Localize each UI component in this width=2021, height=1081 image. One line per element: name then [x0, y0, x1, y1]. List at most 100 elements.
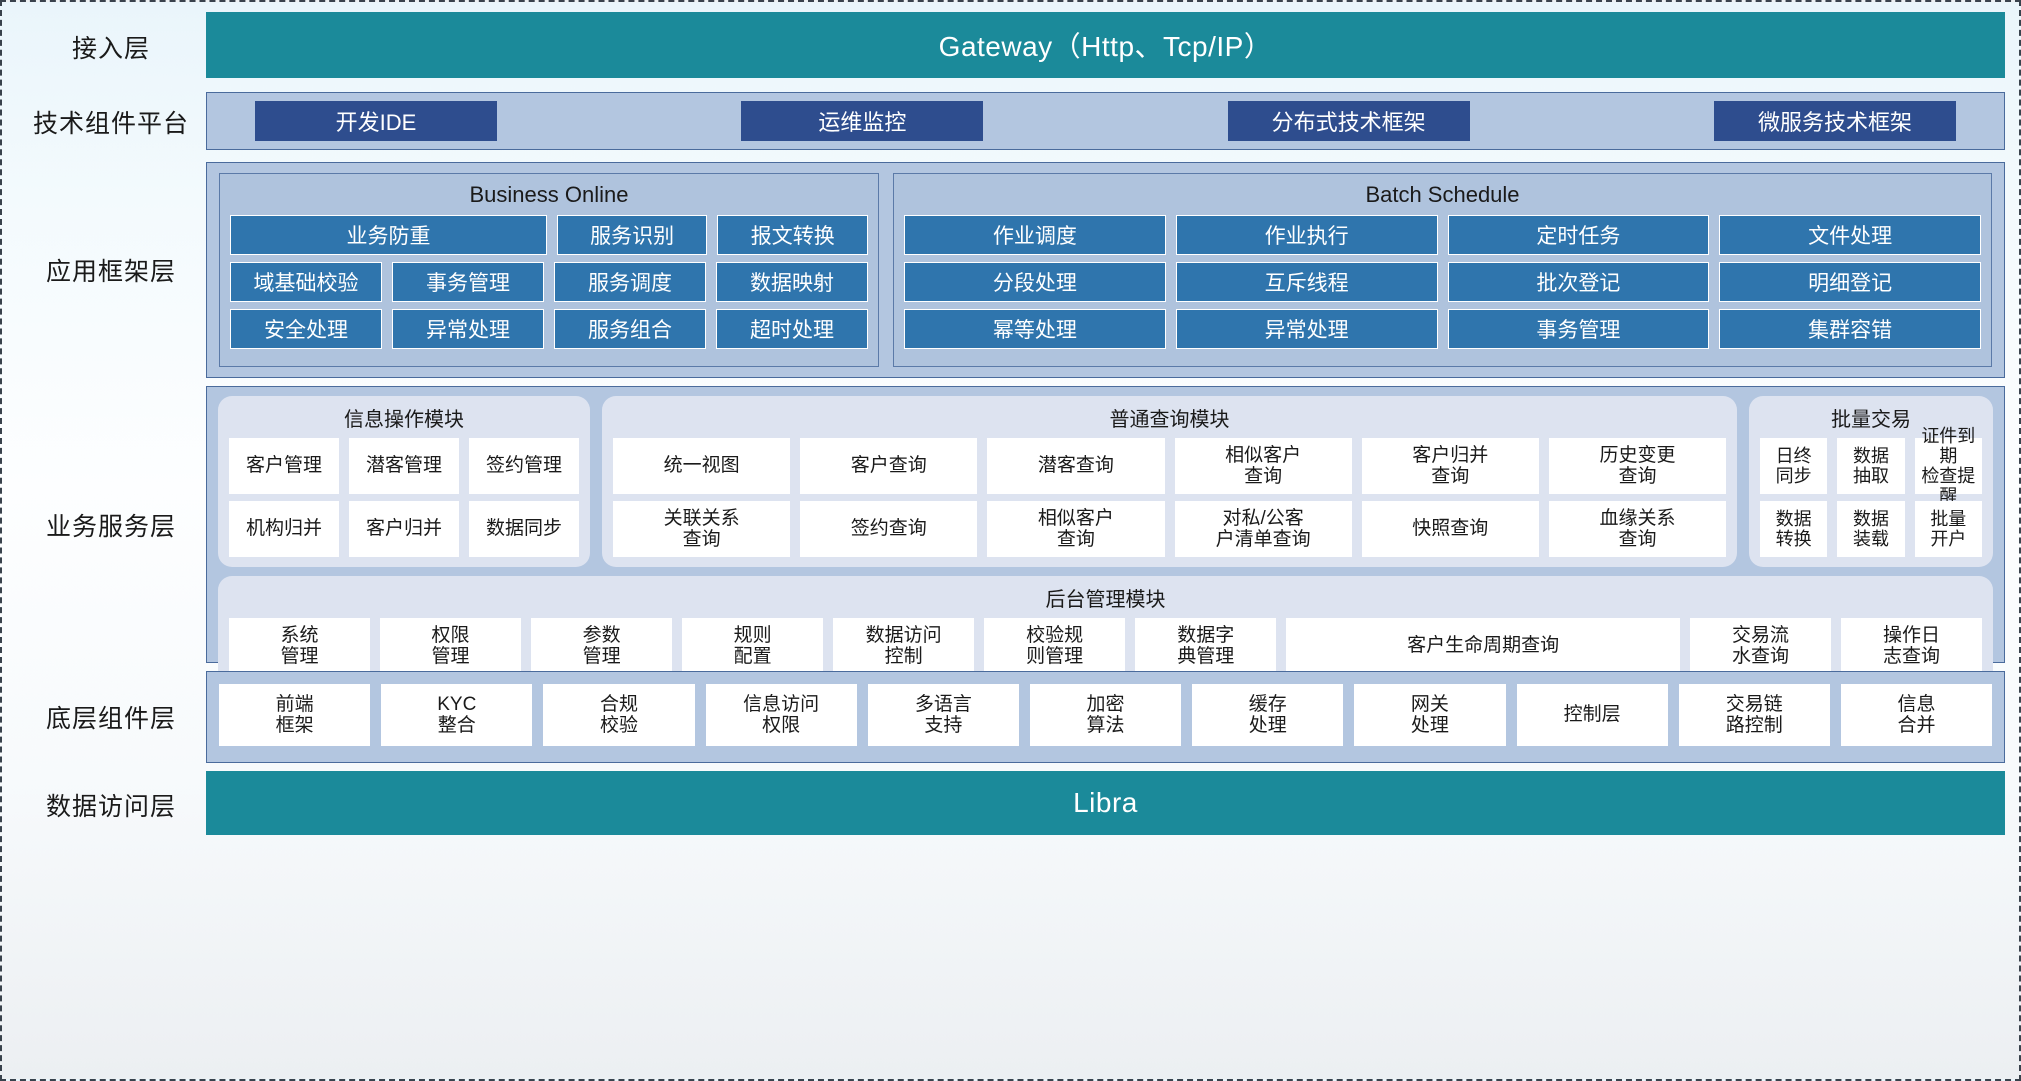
batchmod-cell-2-2[interactable]: 数据 装载	[1837, 501, 1905, 557]
bo-cell-1-3[interactable]: 报文转换	[717, 215, 868, 255]
tech-item-ide[interactable]: 开发IDE	[255, 101, 497, 141]
bs-cell-2-4[interactable]: 明细登记	[1719, 262, 1981, 302]
layer-row-access: 接入层 Gateway（Http、Tcp/IP）	[16, 12, 2005, 82]
admin-cell-6[interactable]: 校验规 则管理	[984, 618, 1126, 674]
info-cell-2-3[interactable]: 数据同步	[469, 501, 579, 557]
bo-cell-2-2[interactable]: 事务管理	[392, 262, 544, 302]
query-cell-1-1[interactable]: 统一视图	[613, 438, 791, 494]
batchmod-cell-2-3[interactable]: 批量 开户	[1914, 501, 1982, 557]
info-cell-2-2[interactable]: 客户归并	[349, 501, 459, 557]
admin-cell-5[interactable]: 数据访问 控制	[833, 618, 975, 674]
query-row-2: 关联关系 查询 签约查询 相似客户 查询 对私/公客 户清单查询 快照查询 血缘…	[613, 501, 1727, 557]
admin-cell-9[interactable]: 交易流 水查询	[1689, 618, 1832, 674]
info-cell-1-1[interactable]: 客户管理	[229, 438, 339, 494]
layer-row-tech: 技术组件平台 开发IDE 运维监控 分布式技术框架 微服务技术框架	[16, 92, 2005, 152]
tech-item-ops[interactable]: 运维监控	[741, 101, 984, 141]
comp-cell-control[interactable]: 控制层	[1516, 684, 1668, 746]
layer-body-appfw: Business Online 业务防重 服务识别 报文转换 域基础校验 事务管…	[206, 162, 2005, 378]
comp-cell-i18n[interactable]: 多语言 支持	[867, 684, 1019, 746]
batchmod-row-1: 日终 同步 数据 抽取 证件到期 检查提醒	[1760, 426, 1982, 506]
admin-cell-10[interactable]: 操作日 志查询	[1841, 618, 1983, 674]
bs-cell-1-1[interactable]: 作业调度	[904, 215, 1166, 255]
admin-cell-7[interactable]: 数据字 典管理	[1135, 618, 1277, 674]
bo-cell-3-1[interactable]: 安全处理	[230, 309, 382, 349]
query-cell-2-5[interactable]: 快照查询	[1361, 501, 1539, 557]
layer-label-bizsvc: 业务服务层	[45, 512, 176, 541]
layer-body-bizsvc: 信息操作模块 客户管理 潜客管理 签约管理 机构归并 客户归并 数据同步	[206, 386, 2005, 684]
query-cell-2-3[interactable]: 相似客户 查询	[987, 501, 1165, 557]
comp-cell-cache[interactable]: 缓存 处理	[1192, 684, 1344, 746]
module-batch-transaction: 批量交易 日终 同步 数据 抽取 证件到期 检查提醒 数据 转换 数据 装载 批…	[1749, 396, 1993, 567]
comp-cell-compliance[interactable]: 合规 校验	[543, 684, 695, 746]
bs-cell-2-2[interactable]: 互斥线程	[1175, 262, 1438, 302]
comp-cell-frontend[interactable]: 前端 框架	[219, 684, 371, 746]
bo-cell-3-2[interactable]: 异常处理	[392, 309, 544, 349]
comp-cell-merge[interactable]: 信息 合并	[1840, 684, 1993, 746]
module-general-query: 普通查询模块 统一视图 客户查询 潜客查询 相似客户 查询 客户归并 查询 历史…	[602, 396, 1737, 567]
admin-cell-2[interactable]: 权限 管理	[380, 618, 522, 674]
admin-cell-8[interactable]: 客户生命周期查询	[1286, 618, 1680, 674]
bo-cell-1-2[interactable]: 服务识别	[556, 215, 708, 255]
layer-body-tech: 开发IDE 运维监控 分布式技术框架 微服务技术框架	[206, 92, 2005, 152]
business-service-panel: 信息操作模块 客户管理 潜客管理 签约管理 机构归并 客户归并 数据同步	[206, 386, 2005, 684]
comp-cell-kyc[interactable]: KYC 整合	[381, 684, 533, 746]
comp-cell-txchain[interactable]: 交易链 路控制	[1678, 684, 1830, 746]
info-cell-2-1[interactable]: 机构归并	[229, 501, 339, 557]
layer-row-dataacc: 数据访问层 Libra	[16, 771, 2005, 839]
layer-body-compbase: 前端 框架 KYC 整合 合规 校验 信息访问 权限 多语言 支持 加密 算法 …	[206, 671, 2005, 763]
bo-cell-1-1[interactable]: 业务防重	[230, 215, 547, 255]
query-cell-1-3[interactable]: 潜客查询	[987, 438, 1165, 494]
module-title-general-query: 普通查询模块	[1109, 409, 1230, 431]
batchmod-cell-2-1[interactable]: 数据 转换	[1760, 501, 1828, 557]
bs-cell-3-2[interactable]: 异常处理	[1175, 309, 1438, 349]
admin-cell-3[interactable]: 参数 管理	[531, 618, 673, 674]
query-cell-1-6[interactable]: 历史变更 查询	[1548, 438, 1727, 494]
batchmod-cell-1-2[interactable]: 数据 抽取	[1837, 438, 1905, 494]
bo-cell-2-1[interactable]: 域基础校验	[230, 262, 382, 302]
query-cell-1-2[interactable]: 客户查询	[800, 438, 978, 494]
query-cell-2-2[interactable]: 签约查询	[800, 501, 978, 557]
group-title-batch-schedule: Batch Schedule	[1365, 182, 1520, 207]
batchmod-cell-1-3[interactable]: 证件到期 检查提醒	[1914, 426, 1982, 506]
module-info-operation: 信息操作模块 客户管理 潜客管理 签约管理 机构归并 客户归并 数据同步	[218, 396, 590, 567]
query-cell-1-4[interactable]: 相似客户 查询	[1174, 438, 1352, 494]
bs-row-3: 幂等处理 异常处理 事务管理 集群容错	[904, 309, 1981, 349]
bo-cell-2-4[interactable]: 数据映射	[716, 262, 868, 302]
bo-cell-3-3[interactable]: 服务组合	[554, 309, 706, 349]
comp-cell-encryption[interactable]: 加密 算法	[1029, 684, 1182, 746]
bs-cell-2-1[interactable]: 分段处理	[904, 262, 1166, 302]
libra-bar: Libra	[206, 771, 2005, 835]
group-title-business-online: Business Online	[469, 182, 629, 207]
app-framework-panel: Business Online 业务防重 服务识别 报文转换 域基础校验 事务管…	[206, 162, 2005, 378]
bs-cell-1-2[interactable]: 作业执行	[1175, 215, 1438, 255]
comp-cell-gateway[interactable]: 网关 处理	[1354, 684, 1506, 746]
comp-cell-access[interactable]: 信息访问 权限	[705, 684, 857, 746]
bo-cell-3-4[interactable]: 超时处理	[716, 309, 868, 349]
admin-cell-4[interactable]: 规则 配置	[682, 618, 824, 674]
batchmod-cell-1-1[interactable]: 日终 同步	[1760, 438, 1828, 494]
info-row-1: 客户管理 潜客管理 签约管理	[229, 438, 579, 494]
bo-cell-2-3[interactable]: 服务调度	[554, 262, 706, 302]
query-cell-1-5[interactable]: 客户归并 查询	[1361, 438, 1539, 494]
bs-cell-3-1[interactable]: 幂等处理	[904, 309, 1166, 349]
bs-cell-1-3[interactable]: 定时任务	[1447, 215, 1710, 255]
bs-cell-3-4[interactable]: 集群容错	[1719, 309, 1981, 349]
group-batch-schedule: Batch Schedule 作业调度 作业执行 定时任务 文件处理 分段处理 …	[893, 173, 1992, 367]
tech-item-distributed[interactable]: 分布式技术框架	[1227, 101, 1470, 141]
bs-cell-1-4[interactable]: 文件处理	[1719, 215, 1981, 255]
group-business-online: Business Online 业务防重 服务识别 报文转换 域基础校验 事务管…	[219, 173, 879, 367]
module-title-batch-transaction: 批量交易	[1831, 409, 1911, 431]
tech-item-microservice[interactable]: 微服务技术框架	[1713, 101, 1956, 141]
info-cell-1-3[interactable]: 签约管理	[469, 438, 579, 494]
bo-row-1: 业务防重 服务识别 报文转换	[230, 215, 868, 255]
query-cell-2-1[interactable]: 关联关系 查询	[613, 501, 791, 557]
layer-label-appfw: 应用框架层	[45, 258, 176, 286]
query-cell-2-4[interactable]: 对私/公客 户清单查询	[1174, 501, 1352, 557]
info-cell-1-2[interactable]: 潜客管理	[349, 438, 459, 494]
admin-cell-1[interactable]: 系统 管理	[229, 618, 371, 674]
bs-cell-2-3[interactable]: 批次登记	[1447, 262, 1710, 302]
admin-row-1: 系统 管理 权限 管理 参数 管理 规则 配置 数据访问 控制 校验规 则管理 …	[229, 618, 1983, 674]
bs-cell-3-3[interactable]: 事务管理	[1447, 309, 1710, 349]
query-cell-2-6[interactable]: 血缘关系 查询	[1548, 501, 1727, 557]
